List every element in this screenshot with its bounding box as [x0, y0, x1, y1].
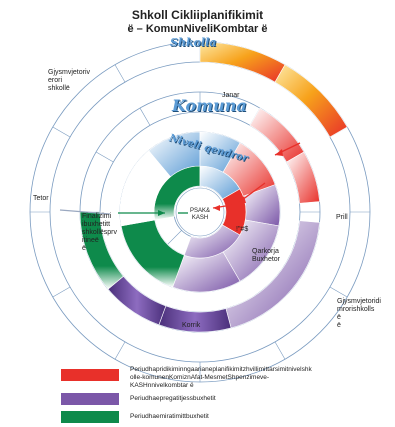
- label-gjysmvjetoridi: Gjysmvjetoridi mrorishkolls ë ë: [337, 298, 381, 329]
- segment-inner-blue-b: [199, 131, 241, 173]
- page-subtitle: ë – KomunNiveliKombtar ë: [127, 23, 268, 35]
- segment-middle-purple-c: [107, 275, 167, 326]
- legend-swatch-red: [60, 368, 120, 382]
- page-title: Shkoll Cikliiplanifikimit: [131, 8, 264, 22]
- label-prill: Prill: [336, 214, 348, 221]
- label-finalizimi: Finalizimi ibuxhetitt shkollësprv itineë…: [82, 213, 118, 252]
- legend-item-green: Periudhaemiratimittbuxhetit: [60, 409, 380, 427]
- legend-swatch-purple: [60, 392, 120, 406]
- segment-inner-green: [120, 219, 185, 288]
- outer-spoke: [114, 64, 126, 83]
- label-tetor: Tetor: [33, 195, 49, 202]
- legend-item-red: Periudhapridikiminngaarianeplanifikimitz…: [60, 365, 380, 389]
- center-disc: [175, 187, 225, 237]
- ring-title-komuna: Komuna: [172, 96, 247, 115]
- segment-middle-red-b: [286, 151, 320, 204]
- label-symbol: !"#$: [236, 226, 249, 233]
- middle-spoke: [95, 151, 114, 163]
- outer-spoke: [114, 341, 126, 360]
- label-korrik: Korrik: [182, 322, 201, 329]
- segment-inner-white: [119, 150, 171, 227]
- outer-spoke: [329, 286, 348, 298]
- label-qarkorja: Qarkorja Buxhetor: [252, 248, 281, 263]
- ring-title-shkolla: Shkolla: [170, 36, 217, 49]
- core-spoke: [167, 230, 182, 245]
- segment-outer-janar-b: [274, 64, 348, 138]
- center-label: PSAK& KASH: [186, 208, 214, 222]
- legend: Periudhapridikiminngaarianeplanifikimitz…: [60, 365, 380, 427]
- legend-text-purple: Periudhaepregatitjessbuxhetit: [130, 395, 216, 402]
- legend-text-red: Periudhapridikiminngaarianeplanifikimitz…: [130, 366, 312, 389]
- outer-spoke: [52, 126, 71, 138]
- outer-spoke: [274, 341, 286, 360]
- label-gjysmvjetoriv: Gjysmvjetoriv erori shkollë: [48, 69, 91, 92]
- middle-spoke: [139, 107, 151, 126]
- legend-swatch-green: [60, 410, 120, 424]
- legend-text-green: Periudhaemiratimittbuxhetit: [130, 413, 209, 420]
- outer-spoke: [52, 286, 71, 298]
- center-label-line1: PSAK&: [189, 208, 210, 214]
- label-janar: Janar: [222, 92, 240, 99]
- legend-item-purple: Periudhaepregatitjessbuxhetit: [60, 391, 380, 409]
- segment-core-purple: [183, 224, 241, 259]
- center-label-line2: KASH: [191, 215, 209, 221]
